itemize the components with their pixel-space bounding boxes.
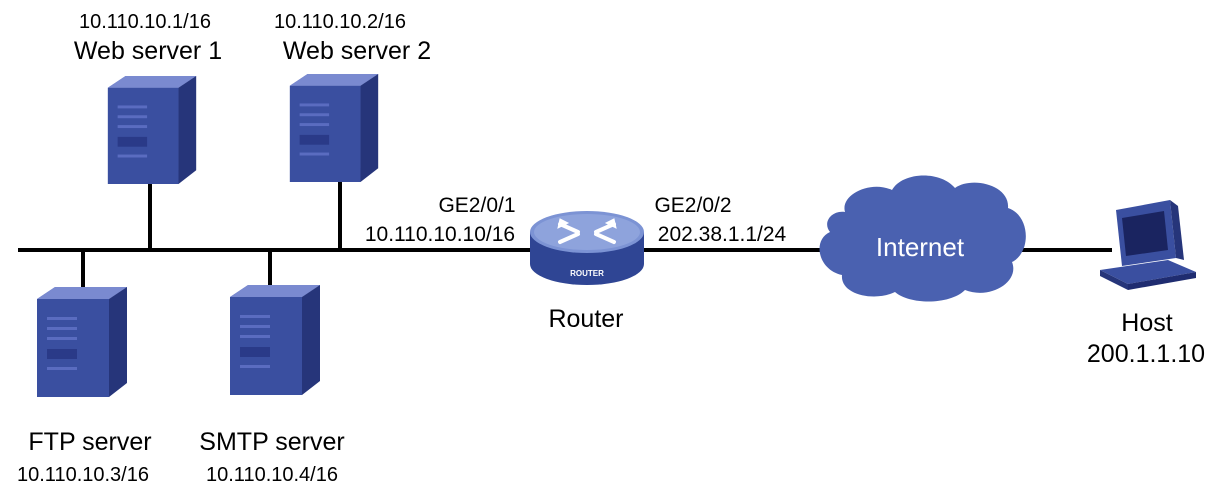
router-port2-name: GE2/0/2 (654, 194, 731, 217)
web-server-1-ip: 10.110.10.1/16 (79, 11, 211, 33)
ftp-server-name: FTP server (28, 428, 151, 456)
web-server-1: 10.110.10.1/16 Web server 1 (74, 11, 222, 184)
cloud-icon (819, 175, 1026, 302)
web-server-2: 10.110.10.2/16 Web server 2 (274, 11, 431, 182)
ftp-server: FTP server 10.110.10.3/16 (17, 287, 152, 486)
server-icon (107, 76, 197, 184)
web-server-2-ip: 10.110.10.2/16 (274, 11, 406, 33)
web-server-2-name: Web server 2 (283, 37, 431, 65)
host-ip: 200.1.1.10 (1087, 340, 1205, 368)
smtp-server: SMTP server 10.110.10.4/16 (199, 285, 345, 486)
router-badge: ROUTER (570, 269, 604, 278)
router-name: Router (548, 305, 623, 333)
links (18, 180, 1112, 305)
router-port1-name: GE2/0/1 (438, 194, 515, 217)
smtp-server-name: SMTP server (199, 428, 344, 456)
router-port2-ip: 202.38.1.1/24 (658, 223, 787, 246)
web-server-1-name: Web server 1 (74, 37, 222, 65)
router: ROUTER Router (530, 211, 644, 333)
router-icon: ROUTER (530, 211, 644, 285)
router-port1-ip: 10.110.10.10/16 (365, 223, 515, 246)
host: Host 200.1.1.10 (1087, 200, 1205, 368)
pc-icon (1100, 200, 1196, 290)
ftp-server-ip: 10.110.10.3/16 (17, 464, 149, 486)
smtp-server-ip: 10.110.10.4/16 (206, 464, 338, 486)
internet-cloud: Internet (819, 175, 1026, 302)
server-icon (37, 287, 127, 397)
host-name: Host (1121, 309, 1172, 337)
server-icon (230, 285, 320, 395)
server-icon (289, 74, 379, 182)
internet-label: Internet (876, 232, 965, 262)
